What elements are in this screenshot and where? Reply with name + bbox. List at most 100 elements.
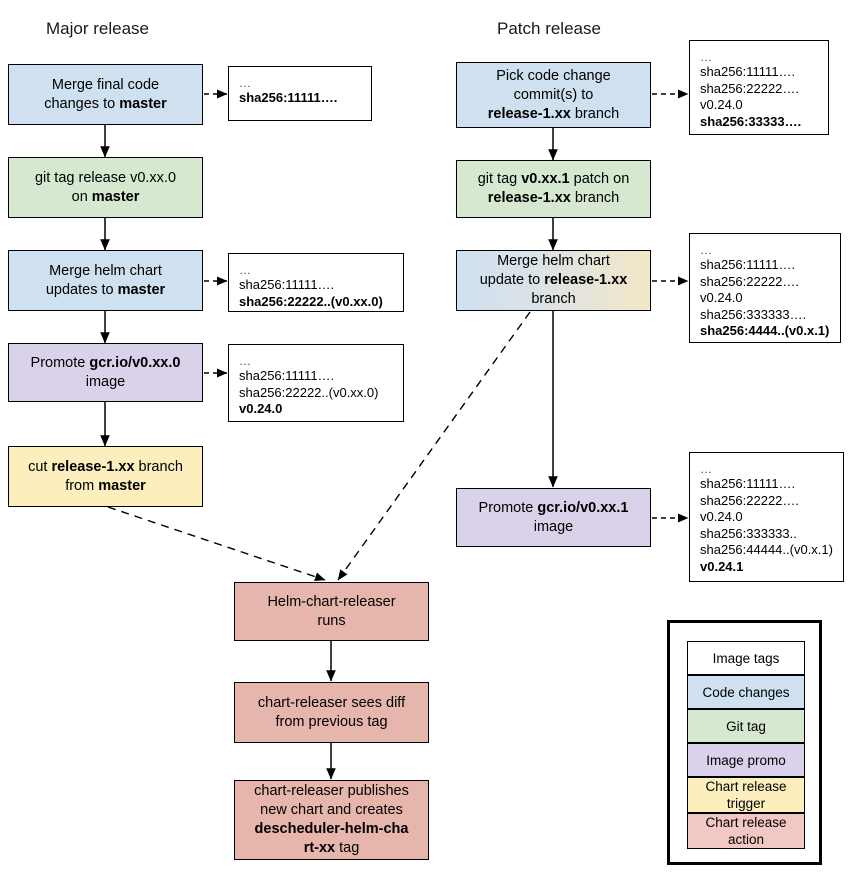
tag-line: sha256:33333….: [700, 113, 802, 129]
tag-line: sha256:333333….: [700, 306, 807, 322]
tag-line: sha256:22222..(v0.xx.0): [239, 293, 383, 309]
node-line-1-bold: gcr.io/v0.xx.0: [89, 354, 181, 371]
node-helm-chart-releaser-runs[interactable]: Helm-chart-releaser runs: [234, 582, 429, 641]
node-cut-release-branch[interactable]: cut release-1.xx branch from master: [8, 446, 203, 507]
node-line-1: chart-releaser publishes: [254, 783, 409, 799]
node-line-2: new chart and creates: [260, 802, 403, 818]
tag-line: …: [700, 243, 713, 257]
legend-item-image-promo: Image promo: [687, 743, 805, 777]
node-line-4-bold: rt-xx: [303, 840, 336, 856]
heading-patch-release: Patch release: [497, 19, 601, 38]
node-line-1-pre: Promote: [30, 354, 90, 371]
node-line-1: Merge helm chart: [497, 253, 610, 269]
node-promote-image-patch[interactable]: Promote gcr.io/v0.xx.1 image: [456, 488, 651, 547]
node-line-2-pre: changes to: [44, 95, 120, 112]
node-line-1: Merge final code: [51, 76, 160, 93]
node-line-1: Pick code change: [496, 67, 611, 84]
node-line-2: commit(s) to: [513, 86, 594, 103]
tag-line: sha256:22222….: [700, 492, 800, 508]
node-line-1-pre: cut: [28, 458, 52, 475]
legend-item-image-tags: Image tags: [687, 641, 805, 675]
tag-line: v0.24.0: [700, 290, 743, 305]
tag-line: …: [239, 354, 252, 368]
tag-line: sha256:4444..(v0.x.1): [700, 323, 830, 338]
tagbox-after-promote-major: …sha256:11111….sha256:22222..(v0.xx.0)v0…: [228, 344, 404, 422]
node-line-2-pre: update to: [479, 272, 545, 288]
legend-label: Chart release action: [705, 815, 787, 847]
node-chart-releaser-sees-diff[interactable]: chart-releaser sees diff from previous t…: [234, 682, 429, 743]
tag-line: sha256:11111….: [700, 257, 796, 272]
node-merge-helm-chart-updates[interactable]: Merge helm chart updates to master: [8, 250, 203, 311]
tagbox-after-merge-final-code: …sha256:11111….: [228, 66, 372, 121]
tag-line: …: [700, 50, 713, 64]
tag-line: sha256:11111….: [700, 64, 796, 79]
legend-label: Git tag: [726, 718, 766, 734]
node-line-1-pre: Promote: [478, 499, 538, 516]
dash-cut-branch-to-releaser: [107, 506, 326, 582]
node-line-2: from previous tag: [275, 713, 388, 730]
node-promote-image-major[interactable]: Promote gcr.io/v0.xx.0 image: [8, 343, 203, 402]
node-line-2-pre: updates to: [45, 281, 118, 298]
legend-label: Code changes: [702, 684, 790, 700]
node-line-3: branch: [531, 291, 576, 307]
node-line-1-post: branch: [134, 458, 183, 475]
node-line-2-post: branch: [570, 190, 620, 206]
node-line-4-post: tag: [335, 840, 360, 856]
tag-line: v0.24.0: [700, 509, 743, 524]
tag-line: sha256:11111….: [239, 368, 335, 383]
node-line-3-bold: release-1.xx: [487, 105, 571, 122]
node-line-2-pre: from: [65, 477, 99, 494]
tag-line: sha256:11111….: [700, 476, 796, 491]
node-line-1-bold: release-1.xx: [51, 458, 135, 475]
legend-item-chart-release-trigger: Chart release trigger: [687, 777, 805, 813]
node-line-2: runs: [317, 612, 346, 629]
tag-line: sha256:11111….: [239, 277, 335, 292]
legend-label: Chart release trigger: [705, 779, 787, 811]
node-line-1: Merge helm chart: [49, 262, 162, 279]
tag-line: …: [239, 76, 252, 90]
node-merge-final-code[interactable]: Merge final code changes to master: [8, 64, 203, 125]
node-line-1: git tag release v0.xx.0: [34, 169, 177, 186]
node-line-2-bold: release-1.xx: [487, 190, 571, 206]
tag-line: v0.24.1: [700, 558, 744, 574]
tag-line: sha256:11111….: [239, 90, 338, 105]
node-line-2-bold: release-1.xx: [544, 272, 628, 288]
node-git-tag-patch[interactable]: git tag v0.xx.1 patch on release-1.xx br…: [456, 160, 651, 218]
node-line-1-bold: gcr.io/v0.xx.1: [537, 499, 629, 516]
tag-line: v0.24.0: [700, 97, 743, 112]
legend-panel: Image tags Code changes Git tag Image pr…: [667, 620, 822, 865]
tag-line: …: [239, 263, 252, 277]
tag-line: …: [700, 462, 713, 476]
node-line-1-pre: git tag: [477, 171, 522, 187]
tag-line: sha256:22222….: [700, 273, 800, 289]
node-line-2: image: [533, 518, 574, 535]
node-line-3-post: branch: [570, 105, 620, 122]
node-line-1: Helm-chart-releaser: [267, 593, 396, 610]
heading-major-release: Major release: [46, 19, 149, 38]
tag-line: sha256:333333..: [700, 525, 797, 541]
node-line-1-post: patch on: [569, 171, 630, 187]
node-line-2-bold: master: [119, 95, 167, 112]
legend-item-git-tag: Git tag: [687, 709, 805, 743]
tag-line: sha256:22222….: [700, 80, 800, 96]
node-line-2: image: [85, 373, 126, 390]
tagbox-after-merge-helm-chart: …sha256:11111….sha256:22222..(v0.xx.0): [228, 253, 404, 312]
node-line-2-pre: on: [71, 188, 92, 205]
node-pick-code-change-commits[interactable]: Pick code change commit(s) to release-1.…: [456, 62, 651, 128]
node-line-2-bold: master: [91, 188, 140, 205]
node-line-1-bold: v0.xx.1: [521, 171, 570, 187]
node-line-2-bold: master: [98, 477, 146, 494]
node-merge-helm-chart-update-release[interactable]: Merge helm chart update to release-1.xx …: [456, 250, 651, 311]
tag-line: sha256:44444..(v0.x.1): [700, 542, 833, 557]
legend-item-chart-release-action: Chart release action: [687, 813, 805, 849]
node-line-3-bold: descheduler-helm-cha: [254, 821, 409, 837]
legend-item-code-changes: Code changes: [687, 675, 805, 709]
tag-line: v0.24.0: [239, 401, 283, 416]
node-git-tag-release[interactable]: git tag release v0.xx.0 on master: [8, 157, 203, 218]
legend-label: Image promo: [706, 752, 786, 768]
node-line-2-bold: master: [117, 281, 166, 298]
node-chart-releaser-publishes[interactable]: chart-releaser publishes new chart and c…: [234, 780, 429, 860]
